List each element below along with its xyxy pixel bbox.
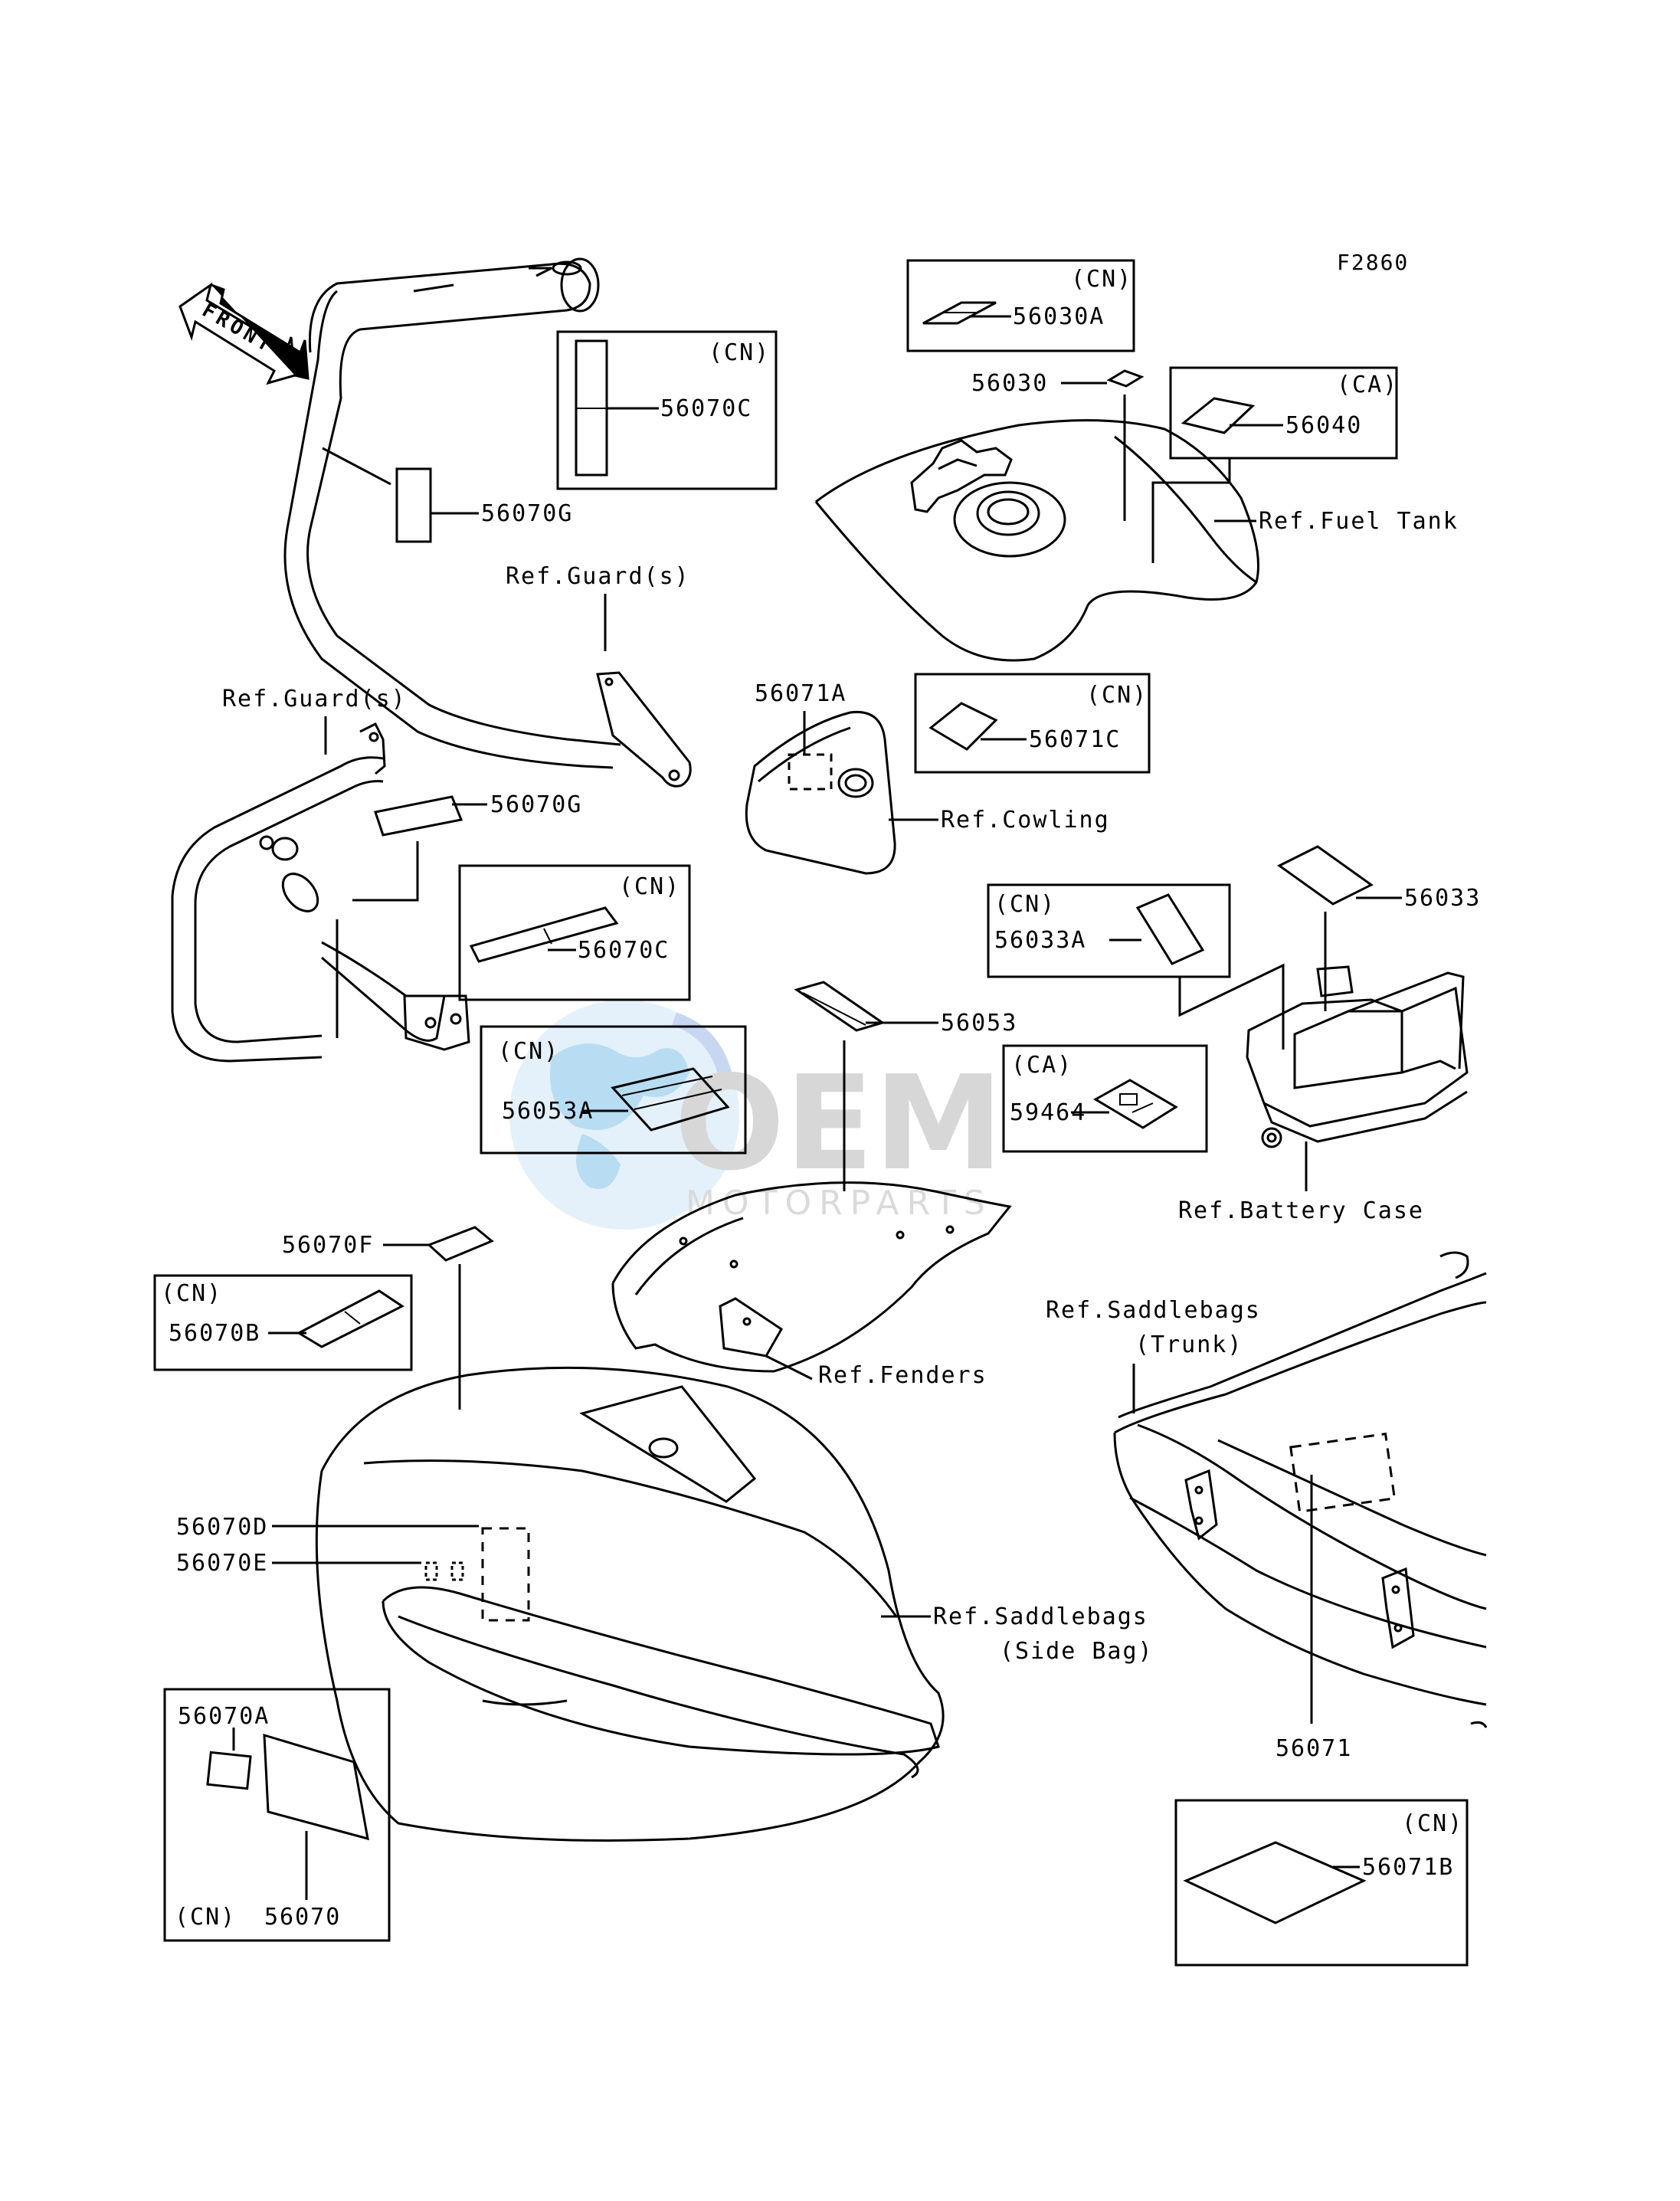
label-56071A: 56071A	[755, 680, 847, 707]
label-56030A: 56030A	[1013, 303, 1105, 330]
label-56071: 56071	[1276, 1735, 1352, 1762]
tag-cn-56033A: (CN)	[994, 891, 1056, 918]
label-56071C: 56071C	[1029, 726, 1121, 753]
label-56070A: 56070A	[178, 1703, 270, 1730]
watermark-arc	[671, 1012, 735, 1089]
cowling-drawing	[745, 710, 896, 875]
tag-cn-56070B: (CN)	[161, 1280, 222, 1307]
sticker-56070A	[206, 1751, 252, 1790]
ref-guards-upper: Ref.Guard(s)	[506, 563, 690, 590]
label-56070G-top: 56070G	[481, 500, 573, 527]
label-56070C-top: 56070C	[660, 395, 752, 422]
sticker-56033A	[1135, 893, 1205, 965]
box-59464: (CA) 59464	[1002, 1044, 1208, 1153]
sticker-59464	[1092, 1079, 1178, 1129]
box-56070B: (CN) 56070B	[153, 1274, 413, 1371]
sticker-56070B	[296, 1289, 404, 1348]
trunk-drawing	[1113, 1251, 1488, 1728]
ref-saddlebags-side-2: (Side Bag)	[1000, 1638, 1154, 1665]
box-56053A: (CN) 56053A	[480, 1025, 747, 1155]
front-arrow-icon: FRONT	[178, 282, 309, 385]
watermark-continent-2	[576, 1134, 621, 1189]
label-56040: 56040	[1285, 412, 1362, 439]
tag-cn-56070C-top: (CN)	[709, 339, 770, 366]
label-56053: 56053	[941, 1010, 1017, 1037]
ref-fuel-tank: Ref.Fuel Tank	[1259, 508, 1459, 535]
leader-56070G-mid-down	[352, 841, 419, 902]
sticker-56040	[1181, 397, 1256, 434]
label-56070E: 56070E	[176, 1550, 268, 1577]
sticker-56070G-top	[395, 467, 432, 543]
box-56040: (CA) 56040	[1169, 366, 1398, 460]
box-56070C-mid: (CN) 56070C	[458, 864, 691, 1001]
figure-code: F2860	[1337, 250, 1409, 275]
sticker-56033	[1277, 845, 1374, 906]
box-56070A: 56070A (CN) 56070	[163, 1688, 391, 1942]
leader-56040-down	[1151, 458, 1231, 563]
watermark-brand: OEM	[674, 1048, 1004, 1200]
tag-ca-56040: (CA)	[1337, 372, 1398, 398]
ref-saddlebags-trunk-2: (Trunk)	[1135, 1331, 1243, 1358]
label-56070F: 56070F	[282, 1232, 374, 1259]
watermark-sub: MOTORPARTS	[686, 1184, 993, 1223]
label-56070D: 56070D	[176, 1514, 268, 1541]
label-56070C-mid: 56070C	[578, 937, 670, 964]
leader-56033A-down	[1178, 963, 1285, 1050]
box-56071C: (CN) 56071C	[914, 673, 1151, 774]
fender-drawing	[611, 1181, 1012, 1373]
tag-cn-56071C: (CN)	[1086, 682, 1148, 709]
box-56033A: (CN) 56033A	[987, 883, 1231, 978]
ref-saddlebags-side-1: Ref.Saddlebags	[933, 1603, 1148, 1630]
sticker-56070G-mid	[374, 795, 463, 837]
box-56070C-top: (CN) 56070C	[556, 330, 778, 490]
tag-cn-56070C-mid: (CN)	[619, 873, 680, 900]
sticker-56070	[263, 1733, 369, 1841]
sticker-56030A	[922, 301, 997, 325]
fuel-tank-drawing	[814, 419, 1259, 662]
sticker-56030	[1106, 369, 1145, 388]
label-59464: 59464	[1010, 1099, 1086, 1126]
ref-cowling: Ref.Cowling	[941, 807, 1110, 834]
sticker-56053A	[611, 1067, 730, 1132]
label-56030: 56030	[971, 370, 1048, 397]
label-56070B: 56070B	[169, 1320, 260, 1347]
label-56053A: 56053A	[502, 1098, 594, 1125]
ref-fenders: Ref.Fenders	[818, 1362, 987, 1389]
ref-battery-case: Ref.Battery Case	[1178, 1197, 1424, 1224]
watermark: OEM MOTORPARTS	[509, 1000, 1004, 1230]
label-56033: 56033	[1404, 885, 1481, 912]
ref-guards-lower: Ref.Guard(s)	[222, 686, 407, 712]
side-bag-drawing	[315, 1366, 945, 1842]
label-56070: 56070	[264, 1904, 341, 1931]
lower-guard-drawing	[171, 722, 470, 1063]
sticker-56070F	[427, 1226, 494, 1262]
label-56071B: 56071B	[1362, 1854, 1454, 1881]
leader-56070G-top-part	[322, 447, 391, 486]
sticker-56071C	[928, 702, 998, 751]
label-56033A: 56033A	[994, 927, 1086, 954]
tag-cn-56070A: (CN)	[175, 1904, 236, 1931]
tag-cn-56030A: (CN)	[1071, 266, 1132, 293]
battery-case-drawing	[1246, 965, 1469, 1148]
sticker-56070C-mid	[469, 906, 619, 963]
label-56070G-mid: 56070G	[490, 791, 582, 818]
tag-ca-59464: (CA)	[1011, 1052, 1073, 1079]
tag-cn-56071B: (CN)	[1402, 1810, 1463, 1837]
leader-ref-fenders	[765, 1354, 813, 1381]
ref-saddlebags-trunk-1: Ref.Saddlebags	[1046, 1297, 1261, 1324]
sticker-56071B	[1183, 1841, 1367, 1924]
upper-guard-drawing	[283, 257, 692, 788]
tag-cn-56053A: (CN)	[498, 1038, 559, 1065]
box-56030A: (CN) 56030A	[906, 259, 1135, 352]
box-56071B: (CN) 56071B	[1174, 1799, 1469, 1967]
